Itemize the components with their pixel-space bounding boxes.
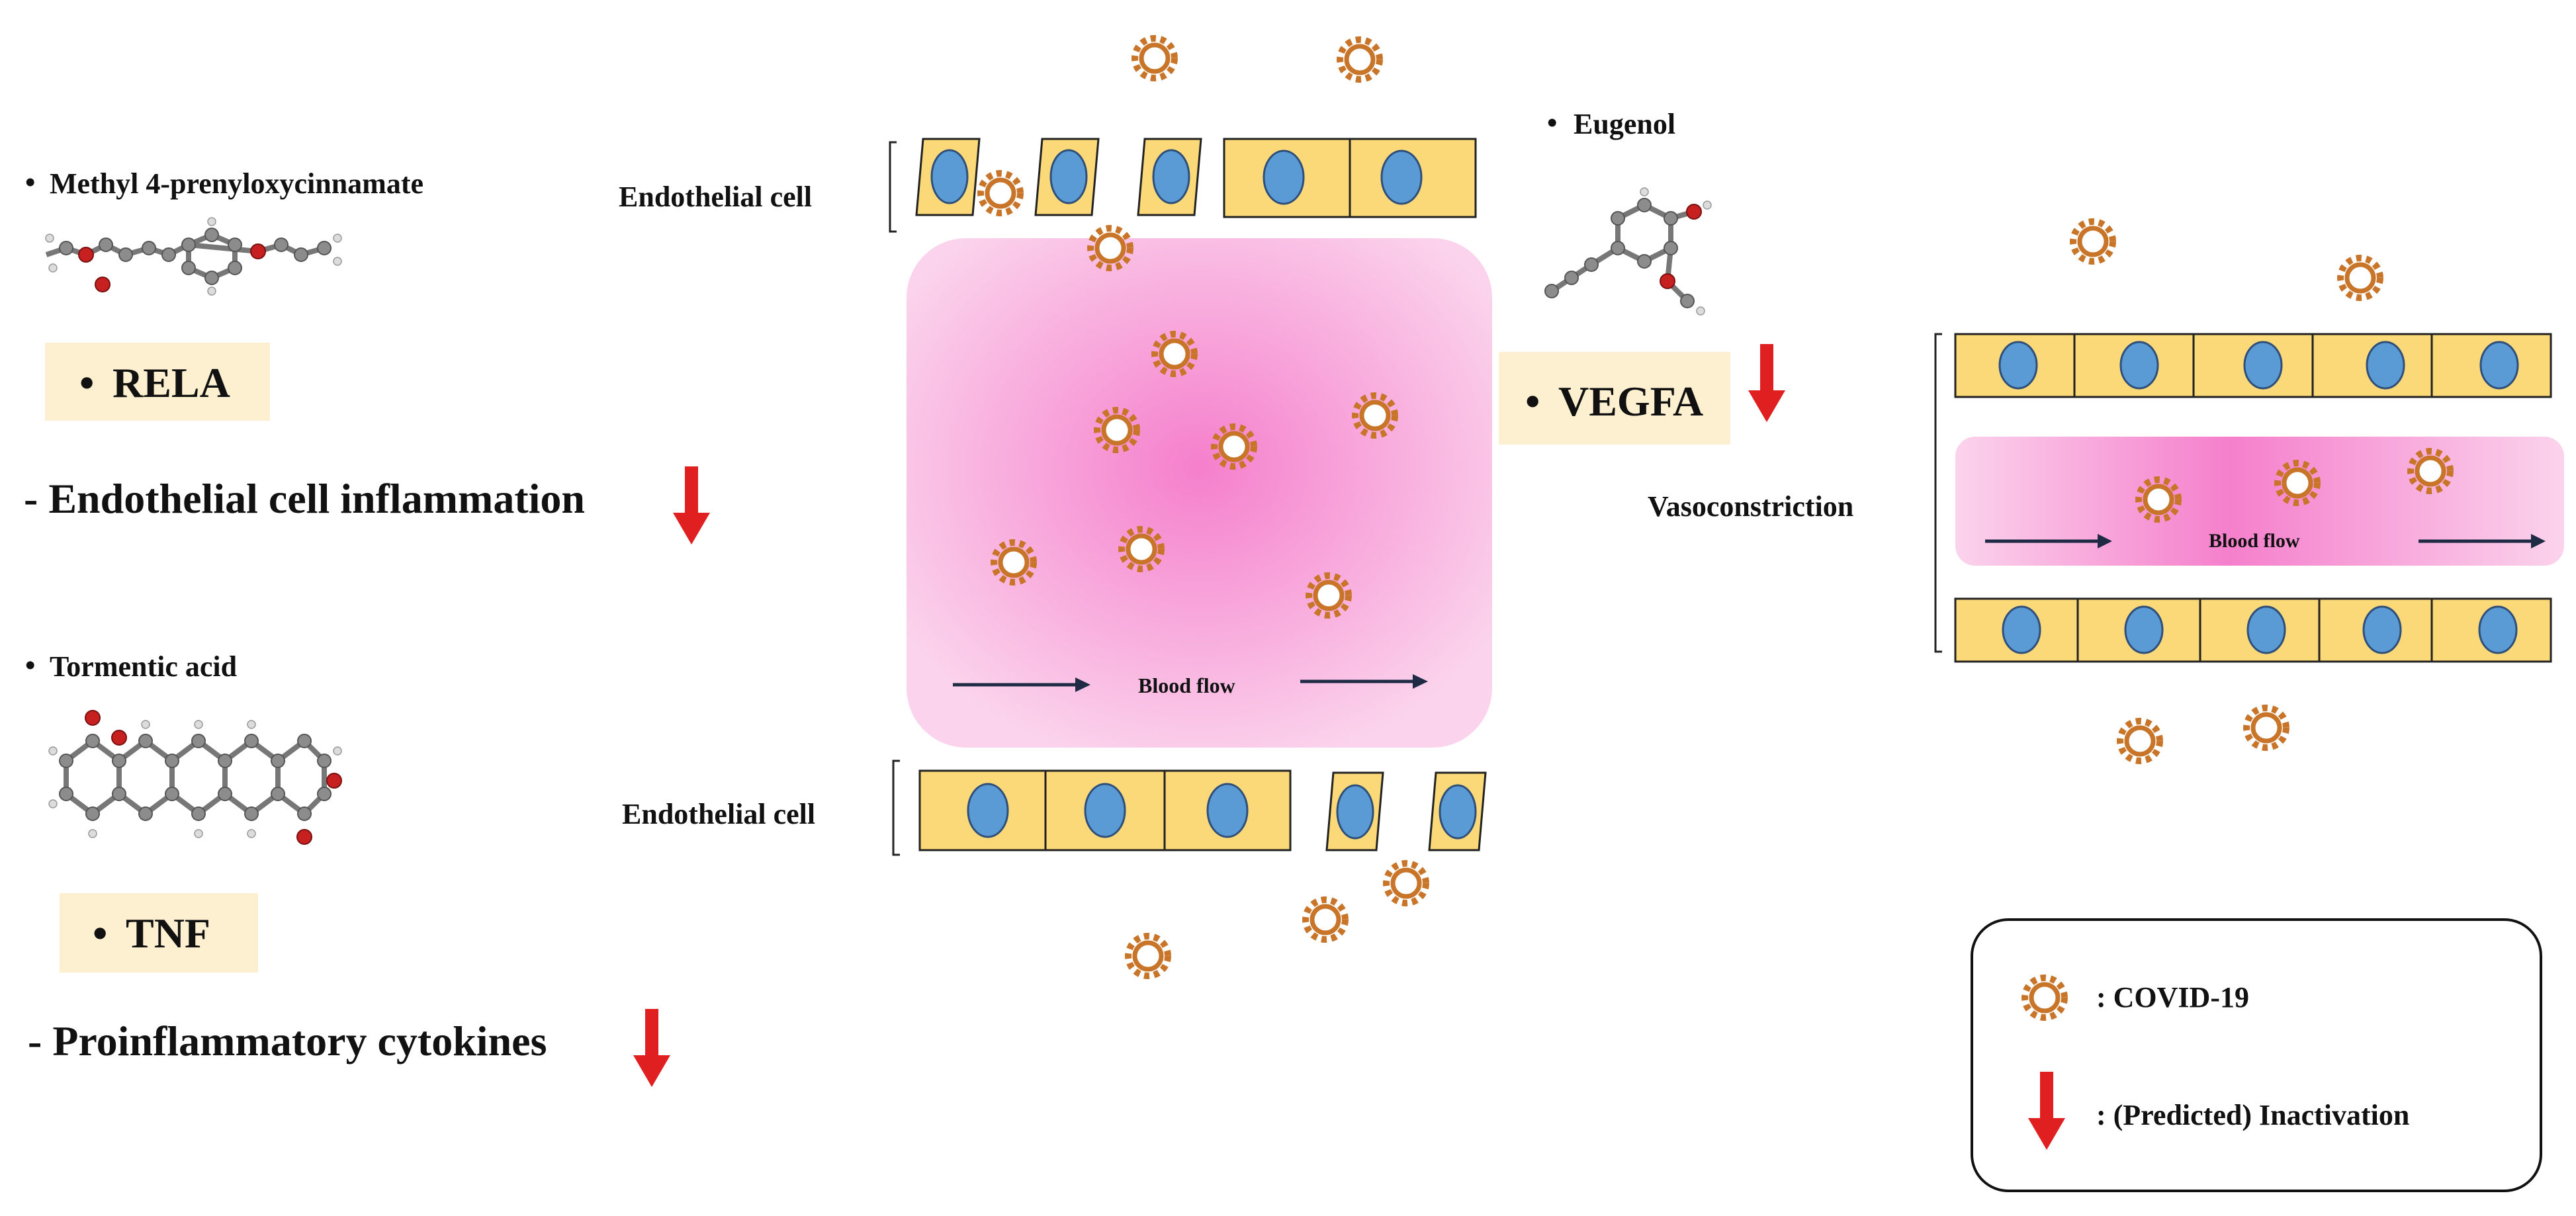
legend-covid-label: : COVID-19 bbox=[2096, 981, 2249, 1014]
bullet: • bbox=[93, 910, 107, 957]
blood-flow-arrow-right bbox=[2419, 534, 2546, 548]
endothelial-cell-label-bottom: Endothelial cell bbox=[622, 798, 815, 830]
endothelial-cells-right-top bbox=[1954, 333, 2552, 398]
endothelial-cells-top bbox=[915, 138, 1477, 218]
target-box-rela bbox=[45, 343, 270, 421]
blood-flow-label: Blood flow bbox=[2209, 530, 2300, 552]
compound-eugenol: Eugenol bbox=[1574, 108, 1675, 140]
legend-inactivation-label: : (Predicted) Inactivation bbox=[2096, 1099, 2409, 1131]
target-box-tnf bbox=[60, 893, 258, 973]
bracket bbox=[892, 760, 900, 856]
inactivation-arrow-icon bbox=[673, 466, 710, 544]
target-rela: RELA bbox=[112, 359, 230, 406]
legend-box bbox=[1971, 918, 2542, 1192]
blood-flow-arrow-right bbox=[1300, 674, 1428, 689]
inactivation-arrow-icon bbox=[633, 1009, 670, 1087]
molecule-tormentic-acid-icon bbox=[48, 710, 342, 845]
inactivation-arrow-icon bbox=[1748, 344, 1785, 422]
blood-vessel bbox=[907, 238, 1492, 748]
effect-proinflammatory-cytokines: - Proinflammatory cytokines bbox=[28, 1018, 547, 1064]
molecule-eugenol-icon bbox=[1544, 187, 1712, 316]
effect-endothelial-inflammation: - Endothelial cell inflammation bbox=[24, 475, 585, 522]
bullet: • bbox=[25, 166, 35, 198]
bullet: • bbox=[1547, 107, 1557, 139]
endothelial-cells-bottom bbox=[918, 769, 1487, 851]
vasoconstriction-label: Vasoconstriction bbox=[1648, 490, 1853, 523]
endothelial-cell-label-top: Endothelial cell bbox=[619, 181, 812, 213]
bullet: • bbox=[79, 359, 94, 406]
blood-flow-label: Blood flow bbox=[1138, 673, 1235, 697]
vasoconstriction-panel: Vasoconstriction Blood flow bbox=[1648, 222, 2564, 761]
legend: : COVID-19 : (Predicted) Inactivation bbox=[1971, 918, 2542, 1192]
endothelial-cells-right-bottom bbox=[1954, 597, 2552, 663]
compound-tormentic-acid: Tormentic acid bbox=[50, 650, 237, 683]
bullet: • bbox=[1525, 378, 1540, 425]
left-panel: • Methyl 4-prenyloxycinnamate • RELA - E… bbox=[24, 166, 710, 1087]
bullet: • bbox=[25, 649, 35, 681]
compound-methyl-prenyloxycinnamate: Methyl 4-prenyloxycinnamate bbox=[50, 167, 423, 200]
target-tnf: TNF bbox=[126, 910, 210, 957]
bracket bbox=[889, 141, 897, 233]
blood-flow-arrow-left bbox=[953, 677, 1090, 692]
molecule-methyl-prenyloxycinnamate-icon bbox=[45, 217, 342, 296]
center-panel: Endothelial cell Blood flow Endothelial … bbox=[619, 38, 1492, 976]
eugenol-panel: • Eugenol • VEGFA bbox=[1499, 107, 1785, 445]
target-box-vegfa bbox=[1499, 352, 1730, 445]
blood-flow-arrow-left bbox=[1985, 534, 2112, 548]
target-vegfa: VEGFA bbox=[1558, 378, 1703, 425]
bracket bbox=[1934, 333, 1942, 653]
